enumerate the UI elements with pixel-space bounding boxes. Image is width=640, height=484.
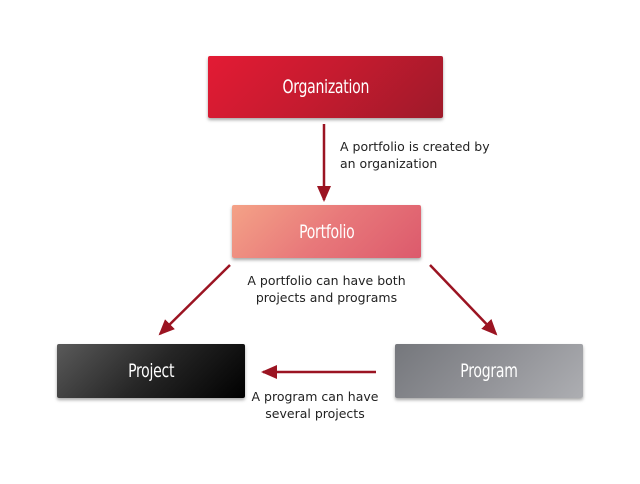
portfolio-node: Portfolio xyxy=(232,205,421,258)
org-to-portfolio-note: A portfolio is created by an organizatio… xyxy=(340,138,490,172)
note-line: an organization xyxy=(340,156,438,171)
organization-node: Organization xyxy=(208,56,443,118)
portfolio-label: Portfolio xyxy=(298,220,355,243)
project-label: Project xyxy=(127,360,175,382)
note-line: projects and programs xyxy=(255,290,398,305)
project-node: Project xyxy=(57,344,245,398)
note-line: A program can have xyxy=(251,389,379,404)
program-to-project-note: A program can have several projects xyxy=(240,388,390,422)
note-line: several projects xyxy=(265,406,365,421)
portfolio-children-note: A portfolio can have both projects and p… xyxy=(232,272,421,306)
organization-label: Organization xyxy=(282,76,369,98)
arrow-portfolio-to-program xyxy=(429,264,498,336)
arrow-portfolio-to-project xyxy=(158,264,231,336)
note-line: A portfolio is created by xyxy=(340,139,490,154)
program-label: Program xyxy=(460,360,518,382)
note-line: A portfolio can have both xyxy=(247,273,406,288)
program-node: Program xyxy=(395,344,583,398)
